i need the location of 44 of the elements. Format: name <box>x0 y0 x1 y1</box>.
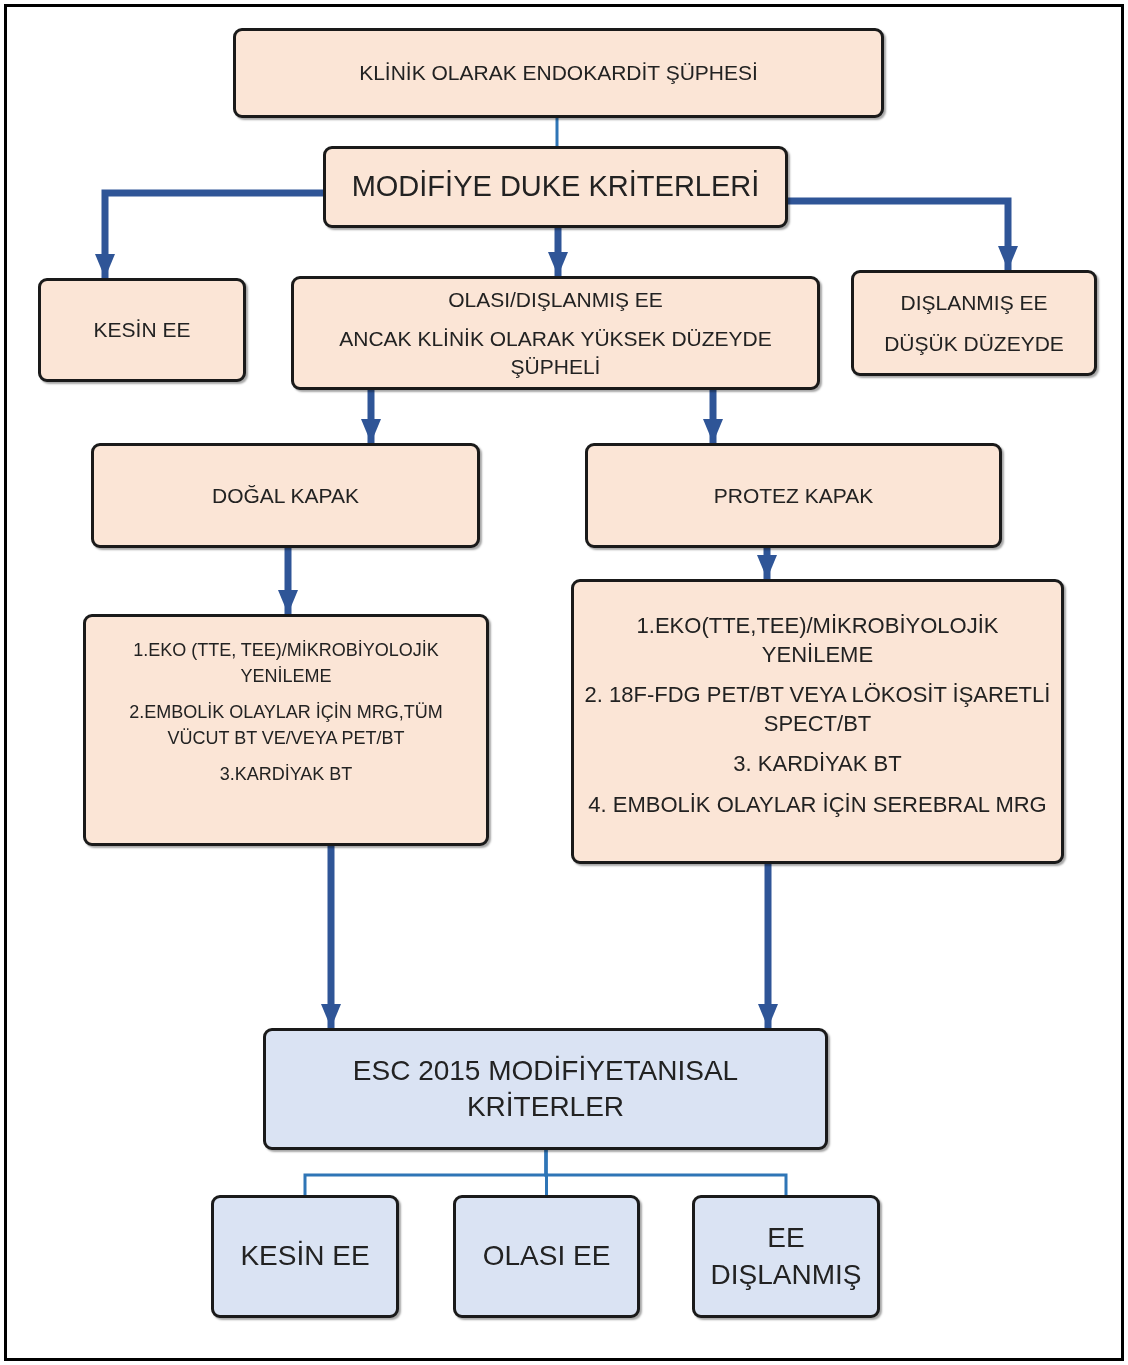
process-box <box>585 443 1002 548</box>
box-text: ANCAK KLİNİK OLARAK YÜKSEK DÜZEYDE ŞÜPHELİ <box>338 326 773 380</box>
arrow <box>703 390 723 443</box>
box-text: 2.EMBOLİK OLAYLAR İÇİN MRG,TÜM VÜCUT BT VE/VEYA PET/BT <box>128 701 444 751</box>
process-box <box>692 1195 880 1318</box>
box-text: 4. EMBOLİK OLAYLAR İÇİN SEREBRAL MRG <box>588 790 1047 819</box>
box-heading: 1.EKO(TTE,TEE)/MİKROBİYOLOJİK YENİLEME <box>635 612 1000 669</box>
box-label: DOĞAL KAPAK <box>211 482 360 509</box>
process-box <box>453 1195 640 1318</box>
arrow <box>757 548 777 579</box>
box-text: 3. KARDİYAK BT <box>733 750 902 779</box>
box-heading: OLASI/DIŞLANMIŞ EE <box>448 287 663 314</box>
process-box <box>233 28 884 118</box>
connector-line <box>544 1150 788 1195</box>
box-text: 2. 18F-FDG PET/BT VEYA LÖKOSİT İŞARETLİ SPECT/BT <box>584 681 1051 738</box>
box-heading: 1.EKO (TTE, TEE)/MİKROBİYOLOJİK YENİLEME <box>132 639 440 689</box>
arrow <box>361 390 381 443</box>
process-box <box>323 146 788 228</box>
box-label: KLİNİK OLARAK ENDOKARDİT ŞÜPHESİ <box>359 60 758 87</box>
process-box <box>263 1028 828 1150</box>
arrow <box>758 864 778 1028</box>
box-text: 3.KARDİYAK BT <box>219 763 353 787</box>
box-text: DÜŞÜK DÜZEYDE <box>884 331 1064 357</box>
box-label: EE DIŞLANMIŞ <box>710 1221 862 1292</box>
box-label: ESC 2015 MODİFİYETANISAL KRİTERLER <box>351 1053 740 1124</box>
box-label: KESİN EE <box>93 317 191 344</box>
steps-box <box>571 579 1064 864</box>
connector-line <box>555 118 559 146</box>
box-label: MODİFİYE DUKE KRİTERLERİ <box>351 169 760 205</box>
process-box <box>211 1195 399 1318</box>
process-box <box>291 276 820 390</box>
box-label: OLASI EE <box>482 1239 611 1274</box>
box-heading: DIŞLANMIŞ EE <box>900 289 1048 316</box>
arrow <box>548 228 568 276</box>
process-box <box>38 278 246 382</box>
box-label: KESİN EE <box>240 1239 370 1274</box>
process-box <box>851 270 1097 376</box>
arrow <box>321 846 341 1028</box>
arrow <box>278 548 298 614</box>
process-box <box>91 443 480 548</box>
arrow <box>788 197 1018 270</box>
steps-box <box>83 614 489 846</box>
arrow <box>95 189 323 278</box>
box-label: PROTEZ KAPAK <box>713 482 874 509</box>
